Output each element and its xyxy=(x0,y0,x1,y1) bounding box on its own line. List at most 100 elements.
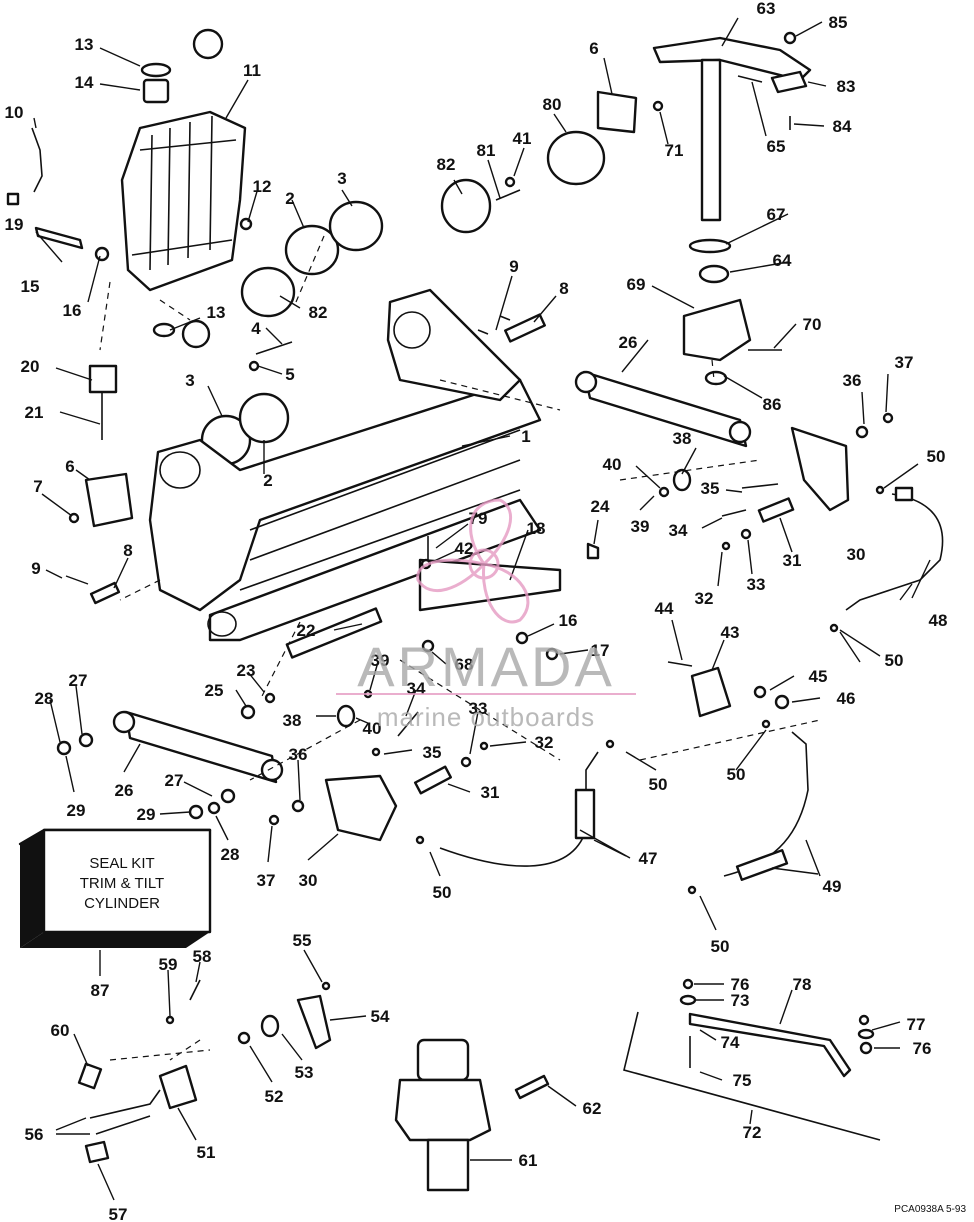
bushing-38-left xyxy=(336,704,356,728)
seal-86 xyxy=(704,370,728,386)
hose-47 xyxy=(439,751,599,867)
callout-43: 43 xyxy=(721,623,740,642)
hose-49 xyxy=(723,731,809,877)
callout-50-bottom: 50 xyxy=(711,937,730,956)
valve-43 xyxy=(690,666,732,718)
ring-3-upper xyxy=(328,200,384,252)
callout-numbers: 13 14 11 10 19 15 16 12 2 3 82 13 4 5 20… xyxy=(5,0,948,1222)
clips-9-right xyxy=(477,315,511,335)
callout-75: 75 xyxy=(733,1071,752,1090)
nut-55 xyxy=(321,981,331,991)
watermark-tagline: marine outboards xyxy=(377,702,595,732)
nut-23 xyxy=(264,692,276,704)
oring-50-a xyxy=(875,485,885,495)
bushing-28-right xyxy=(207,801,221,815)
callout-51: 51 xyxy=(197,1143,216,1162)
clip-5 xyxy=(248,360,260,372)
callout-41: 41 xyxy=(513,129,532,148)
callout-12: 12 xyxy=(253,177,272,196)
tie-bar-group-72 xyxy=(623,978,881,1141)
callout-18: 18 xyxy=(527,519,546,538)
washer-36-right xyxy=(855,425,869,439)
callout-8-right: 8 xyxy=(559,279,568,298)
callout-74: 74 xyxy=(721,1033,740,1052)
plug-45 xyxy=(753,685,767,699)
callout-24: 24 xyxy=(591,497,610,516)
nut-40-right xyxy=(658,486,670,498)
callout-86: 86 xyxy=(763,395,782,414)
clip-83 xyxy=(770,70,808,94)
callout-22: 22 xyxy=(297,621,316,640)
nut-25 xyxy=(240,704,256,720)
callout-33-lower: 33 xyxy=(469,699,488,718)
washer-36-left xyxy=(291,799,305,813)
callout-38-lower: 38 xyxy=(283,711,302,730)
callout-17: 17 xyxy=(591,641,610,660)
cylinder-26-lower xyxy=(112,710,284,784)
part-drawings xyxy=(6,28,944,1192)
callout-29: 29 xyxy=(67,801,86,820)
bushing-27-right xyxy=(220,788,236,804)
callout-2: 2 xyxy=(285,189,294,208)
callout-59: 59 xyxy=(159,955,178,974)
callout-56: 56 xyxy=(25,1125,44,1144)
bushing-2-lower xyxy=(238,392,290,444)
callout-78: 78 xyxy=(793,975,812,994)
washer-67 xyxy=(688,238,732,254)
screw-19 xyxy=(6,192,20,206)
callout-54: 54 xyxy=(371,1007,390,1026)
callout-50-lower-left: 50 xyxy=(433,883,452,902)
nut-68 xyxy=(421,639,435,653)
callout-23: 23 xyxy=(237,661,256,680)
hose-sleeve-47 xyxy=(574,788,596,840)
grease-icon-lower xyxy=(181,319,211,349)
plate-6-right xyxy=(596,90,638,134)
oring-50-b xyxy=(829,623,839,633)
callout-9: 9 xyxy=(31,559,40,578)
seal-kit-label: SEAL KIT TRIM & TILT CYLINDER xyxy=(80,855,164,912)
callout-53: 53 xyxy=(295,1063,314,1082)
callout-6: 6 xyxy=(65,457,74,476)
bushing-14 xyxy=(142,78,170,104)
pin-4 xyxy=(255,341,293,355)
nut-17 xyxy=(545,647,559,661)
bushing-27-left xyxy=(78,732,94,748)
callout-4: 4 xyxy=(251,319,261,338)
callout-50-right: 50 xyxy=(885,651,904,670)
screw-81 xyxy=(495,189,521,201)
callout-7: 7 xyxy=(33,477,42,496)
lever-54 xyxy=(296,994,332,1050)
pin-31-right xyxy=(757,497,795,523)
callout-32: 32 xyxy=(695,589,714,608)
callout-40: 40 xyxy=(603,455,622,474)
callout-39: 39 xyxy=(631,517,650,536)
callout-35: 35 xyxy=(701,479,720,498)
callout-35-lower: 35 xyxy=(423,743,442,762)
callout-76: 76 xyxy=(731,975,750,994)
callout-33: 33 xyxy=(747,575,766,594)
pin-8-right xyxy=(504,313,546,343)
callout-50-center-right: 50 xyxy=(727,765,746,784)
callout-49: 49 xyxy=(823,877,842,896)
callout-28-lower: 28 xyxy=(221,845,240,864)
callout-40-lower: 40 xyxy=(363,719,382,738)
switch-51 xyxy=(158,1064,198,1110)
ring-13-lower xyxy=(152,322,176,338)
clip-32-right xyxy=(721,541,731,551)
nut-37-left xyxy=(268,814,280,826)
nut-85 xyxy=(783,31,797,45)
bracket-30-right xyxy=(790,426,850,512)
nut-12 xyxy=(239,217,253,231)
callout-10: 10 xyxy=(5,103,24,122)
callout-13-lower: 13 xyxy=(207,303,226,322)
leads-56 xyxy=(89,1089,161,1135)
pump-motor-61 xyxy=(394,1038,492,1192)
callout-70: 70 xyxy=(803,315,822,334)
callout-27-lower: 27 xyxy=(165,771,184,790)
callout-39-lower: 39 xyxy=(371,651,390,670)
seal-kit-line-1: SEAL KIT xyxy=(89,855,154,872)
callout-50-top: 50 xyxy=(927,447,946,466)
callout-16: 16 xyxy=(63,301,82,320)
callout-15: 15 xyxy=(21,277,40,296)
